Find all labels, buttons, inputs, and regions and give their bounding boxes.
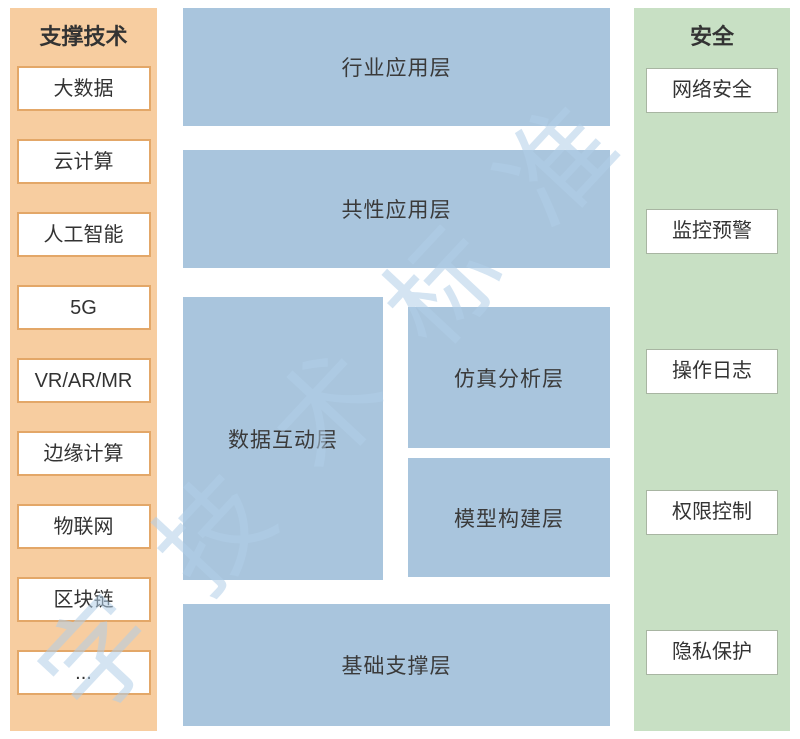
layer-data-interaction-label: 数据互动层	[228, 428, 338, 452]
security-item-permission: 权限控制	[646, 489, 778, 535]
security-item-network: 网络安全	[646, 68, 778, 113]
tech-item-5g: 5G	[16, 285, 151, 330]
security-list: 网络安全 监控预警 操作日志 权限控制 隐私保护	[646, 68, 778, 675]
layer-industry-application: 行业应用层	[183, 8, 610, 126]
layer-common-application: 共性应用层	[183, 150, 610, 268]
supporting-tech-panel: 支撑技术 大数据 云计算 人工智能 5G VR/AR/MR 边缘计算 物联网 区…	[10, 8, 157, 731]
security-title: 安全	[689, 24, 734, 49]
security-item-privacy: 隐私保护	[646, 630, 778, 675]
security-item-operation-log: 操作日志	[646, 349, 778, 394]
layer-data-interaction: 数据互动层	[183, 297, 383, 580]
security-panel: 安全 网络安全 监控预警 操作日志 权限控制 隐私保护	[634, 8, 790, 731]
tech-item-iot: 物联网	[16, 504, 151, 549]
layer-simulation-analysis-label: 仿真分析层	[454, 367, 564, 391]
layer-basic-support-label: 基础支撑层	[341, 655, 452, 678]
tech-item-edge: 边缘计算	[16, 431, 151, 476]
tech-item-ai: 人工智能	[16, 212, 151, 257]
layer-model-construction-label: 模型构建层	[454, 507, 564, 531]
tech-item-bigdata: 大数据	[16, 66, 151, 111]
supporting-tech-title: 支撑技术	[39, 24, 128, 49]
layer-basic-support: 基础支撑层	[183, 604, 610, 726]
layer-model-construction: 模型构建层	[408, 458, 610, 577]
tech-item-vr-ar-mr: VR/AR/MR	[16, 358, 151, 403]
layer-simulation-analysis: 仿真分析层	[408, 307, 610, 448]
layer-industry-application-label: 行业应用层	[341, 57, 452, 80]
tech-item-cloud: 云计算	[16, 139, 151, 184]
tech-item-more: ...	[16, 650, 151, 695]
tech-item-blockchain: 区块链	[16, 577, 151, 622]
layer-common-application-label: 共性应用层	[341, 199, 452, 222]
security-item-monitoring: 监控预警	[646, 208, 778, 254]
supporting-tech-list: 大数据 云计算 人工智能 5G VR/AR/MR 边缘计算 物联网 区块链 ..…	[10, 66, 157, 695]
